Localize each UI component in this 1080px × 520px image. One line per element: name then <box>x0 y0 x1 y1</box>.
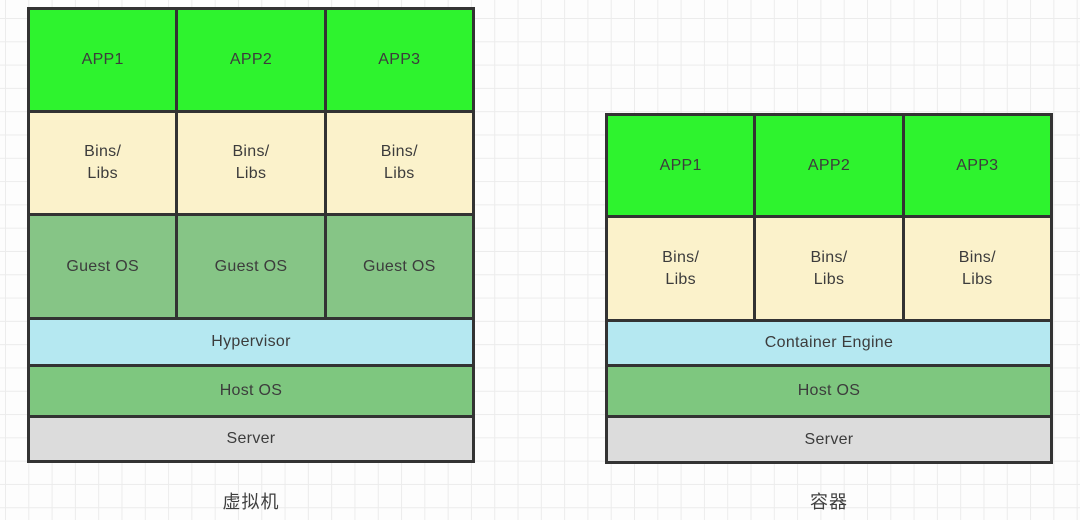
container-bins-libs-box: Bins/ Libs <box>608 218 754 319</box>
vm-bins-libs-box: Bins/ Libs <box>178 113 324 213</box>
vm-caption: 虚拟机 <box>222 492 280 512</box>
vm-bins-libs-box: Bins/ Libs <box>30 113 176 213</box>
vm-host-os-box: Host OS <box>30 367 472 415</box>
container-bins-libs-box: Bins/ Libs <box>756 218 902 319</box>
vm-app1-box: APP1 <box>30 10 176 110</box>
vm-guest-os-box: Guest OS <box>326 216 472 317</box>
vm-guest-os-box: Guest OS <box>30 216 176 317</box>
container-stack: APP1 APP2 APP3 Bins/ Libs Bins/ Libs Bin… <box>605 113 1053 464</box>
vm-app2-box: APP2 <box>178 10 324 110</box>
vm-stack: APP1 APP2 APP3 Bins/ Libs Bins/ Libs Bin… <box>27 7 475 463</box>
container-app2-box: APP2 <box>756 116 902 215</box>
vm-hypervisor-box: Hypervisor <box>30 320 472 364</box>
container-host-os-box: Host OS <box>608 367 1050 415</box>
vm-app3-box: APP3 <box>326 10 472 110</box>
vm-bins-libs-box: Bins/ Libs <box>326 113 472 213</box>
container-engine-box: Container Engine <box>608 322 1050 364</box>
container-app1-box: APP1 <box>608 116 754 215</box>
container-caption: 容器 <box>810 492 848 512</box>
container-server-box: Server <box>608 418 1050 461</box>
container-app3-box: APP3 <box>904 116 1050 215</box>
vm-server-box: Server <box>30 418 472 460</box>
container-bins-libs-box: Bins/ Libs <box>904 218 1050 319</box>
vm-guest-os-box: Guest OS <box>178 216 324 317</box>
